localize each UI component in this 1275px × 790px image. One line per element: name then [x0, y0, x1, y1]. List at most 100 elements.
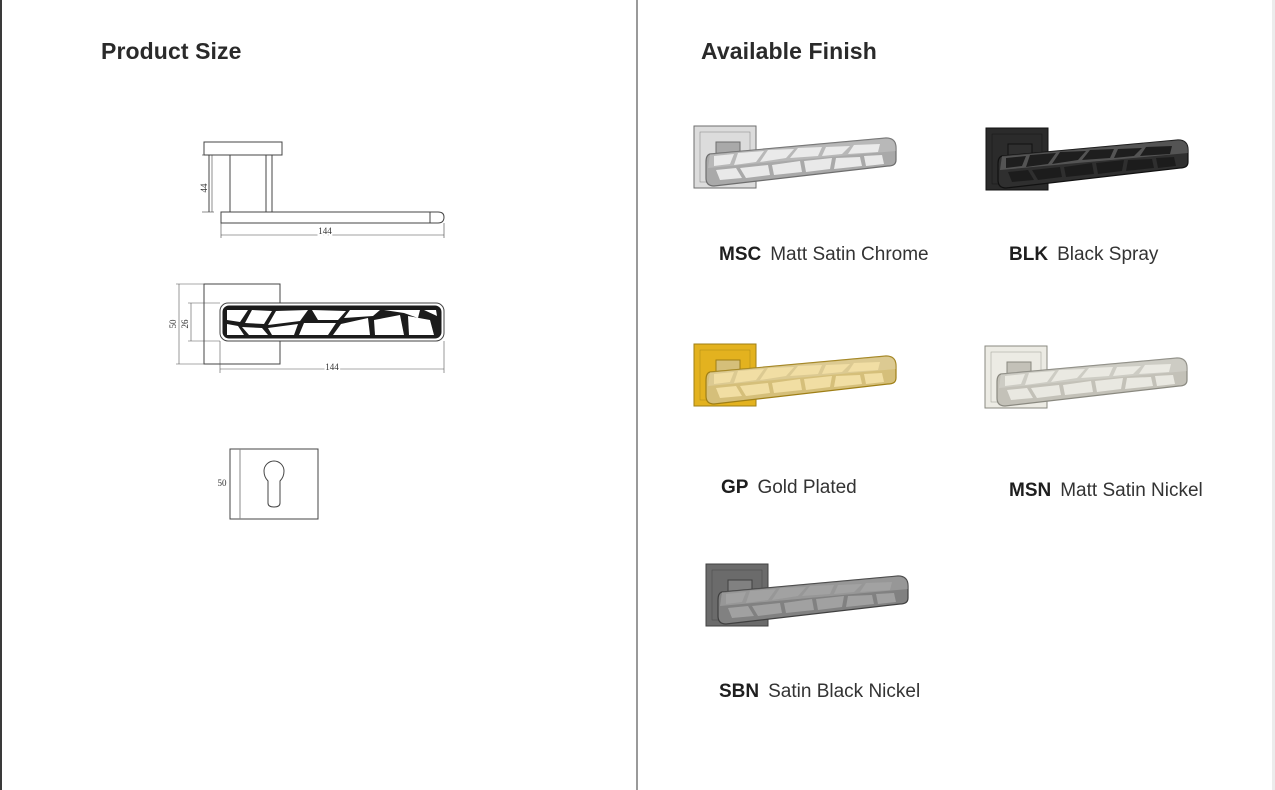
finish-code: SBN [719, 681, 760, 702]
finish-label-gp: GP Gold Plated [721, 477, 857, 499]
pattern-cell [790, 147, 822, 158]
finish-label-msc: MSC Matt Satin Chrome [719, 244, 929, 266]
pattern-cell [804, 376, 832, 390]
pattern-cell [802, 585, 834, 596]
finish-name: Matt Satin Chrome [770, 244, 929, 265]
rose-plate-side [203, 141, 283, 156]
pattern-cell [1126, 159, 1154, 171]
pattern-cell [846, 595, 874, 607]
pattern-cell [734, 369, 764, 383]
keyhole-outline [263, 460, 285, 508]
finish-code: MSC [719, 244, 762, 265]
pattern-cell [1082, 149, 1114, 160]
page-right-edge [1272, 0, 1275, 790]
finish-name: Gold Plated [757, 477, 857, 498]
lever-pattern [1006, 146, 1176, 182]
dim-top-length: 144 [325, 362, 339, 372]
pattern-cell [734, 151, 764, 165]
dim-grip-height: 26 [180, 319, 190, 329]
lever-pattern [714, 144, 884, 180]
pattern-cell [772, 161, 802, 175]
finish-code: BLK [1009, 244, 1049, 265]
pattern-cell [1008, 170, 1034, 182]
pattern-cell [848, 144, 880, 154]
finish-label-blk: BLK Black Spray [1009, 244, 1158, 266]
finish-image-msn [984, 345, 1188, 409]
pattern-cell [716, 168, 742, 180]
pattern-cell [752, 603, 782, 616]
pattern-cell [1095, 378, 1123, 392]
pattern-cell [1051, 369, 1085, 382]
lever-front-pattern [227, 310, 437, 335]
page-left-edge [0, 0, 2, 790]
pattern-cell [1005, 374, 1025, 386]
pattern-cell [1052, 151, 1086, 164]
pattern-cell [1006, 156, 1026, 168]
pattern-cell [728, 606, 754, 618]
finish-image-sbn [705, 563, 909, 627]
pattern-cell [714, 372, 734, 384]
pattern-cell [1026, 153, 1056, 167]
lever-pattern [1005, 364, 1175, 400]
pattern-cell [1140, 146, 1172, 156]
lever-pattern [714, 362, 884, 398]
pattern-cell [834, 584, 862, 594]
pattern-cell [714, 154, 734, 166]
product-size-title: Product Size [101, 38, 242, 64]
pattern-cell [760, 367, 794, 380]
pattern-cell [716, 386, 742, 398]
pattern-cell [1031, 385, 1061, 398]
center-divider [636, 0, 638, 790]
finish-code: MSN [1009, 480, 1052, 501]
pattern-cell [834, 375, 862, 387]
finish-label-msn: MSN Matt Satin Nickel [1009, 480, 1203, 502]
pattern-cell [860, 582, 892, 592]
pattern-cell [726, 592, 746, 604]
side-view-drawing: 144 44 [199, 141, 445, 238]
pattern-cell [1063, 381, 1093, 395]
finish-name: Black Spray [1057, 244, 1159, 265]
pattern-cell [740, 383, 770, 396]
finish-image-gp [693, 343, 897, 407]
escutcheon-plate [229, 448, 319, 520]
available-finish-title: Available Finish [701, 38, 877, 64]
pattern-cell [772, 379, 802, 393]
pattern-cell [1155, 375, 1175, 386]
pattern-cell [740, 165, 770, 178]
pattern-cell [1064, 163, 1094, 177]
pattern-cell [834, 157, 862, 169]
finish-name: Satin Black Nickel [768, 681, 921, 702]
top-view-drawing: 50 26 144 [168, 283, 445, 374]
dim-side-length: 144 [318, 226, 332, 236]
pattern-cell [746, 589, 776, 603]
finish-code: GP [721, 477, 749, 498]
pattern-cell [822, 146, 850, 156]
pattern-cell [864, 155, 884, 166]
lever-side [220, 211, 445, 224]
pattern-cell [1114, 148, 1142, 158]
pattern-cell [876, 593, 896, 604]
pattern-cell [1113, 366, 1141, 376]
pattern-cell [1081, 367, 1113, 378]
pattern-cell [784, 599, 814, 613]
pattern-cell [1156, 157, 1176, 168]
escutcheon-drawing: 50 [218, 448, 319, 520]
pattern-cell [804, 158, 832, 172]
dim-rose-size: 50 [168, 319, 178, 329]
finish-name: Matt Satin Nickel [1060, 480, 1203, 501]
finish-image-blk [985, 127, 1189, 191]
dim-side-height: 44 [199, 183, 209, 193]
pattern-cell [760, 149, 794, 162]
pattern-cell [1032, 167, 1062, 180]
pattern-cell [772, 587, 806, 600]
dim-escutcheon-size: 50 [218, 478, 228, 488]
pattern-cell [1139, 364, 1171, 374]
finish-image-msc [693, 125, 897, 189]
pattern-cell [816, 596, 844, 610]
finish-label-sbn: SBN Satin Black Nickel [719, 681, 920, 703]
pattern-cell [864, 373, 884, 384]
pattern-cell [1025, 371, 1055, 385]
pattern-cell [1096, 160, 1124, 174]
pattern-cell [1125, 377, 1153, 389]
pattern-cell [848, 362, 880, 372]
